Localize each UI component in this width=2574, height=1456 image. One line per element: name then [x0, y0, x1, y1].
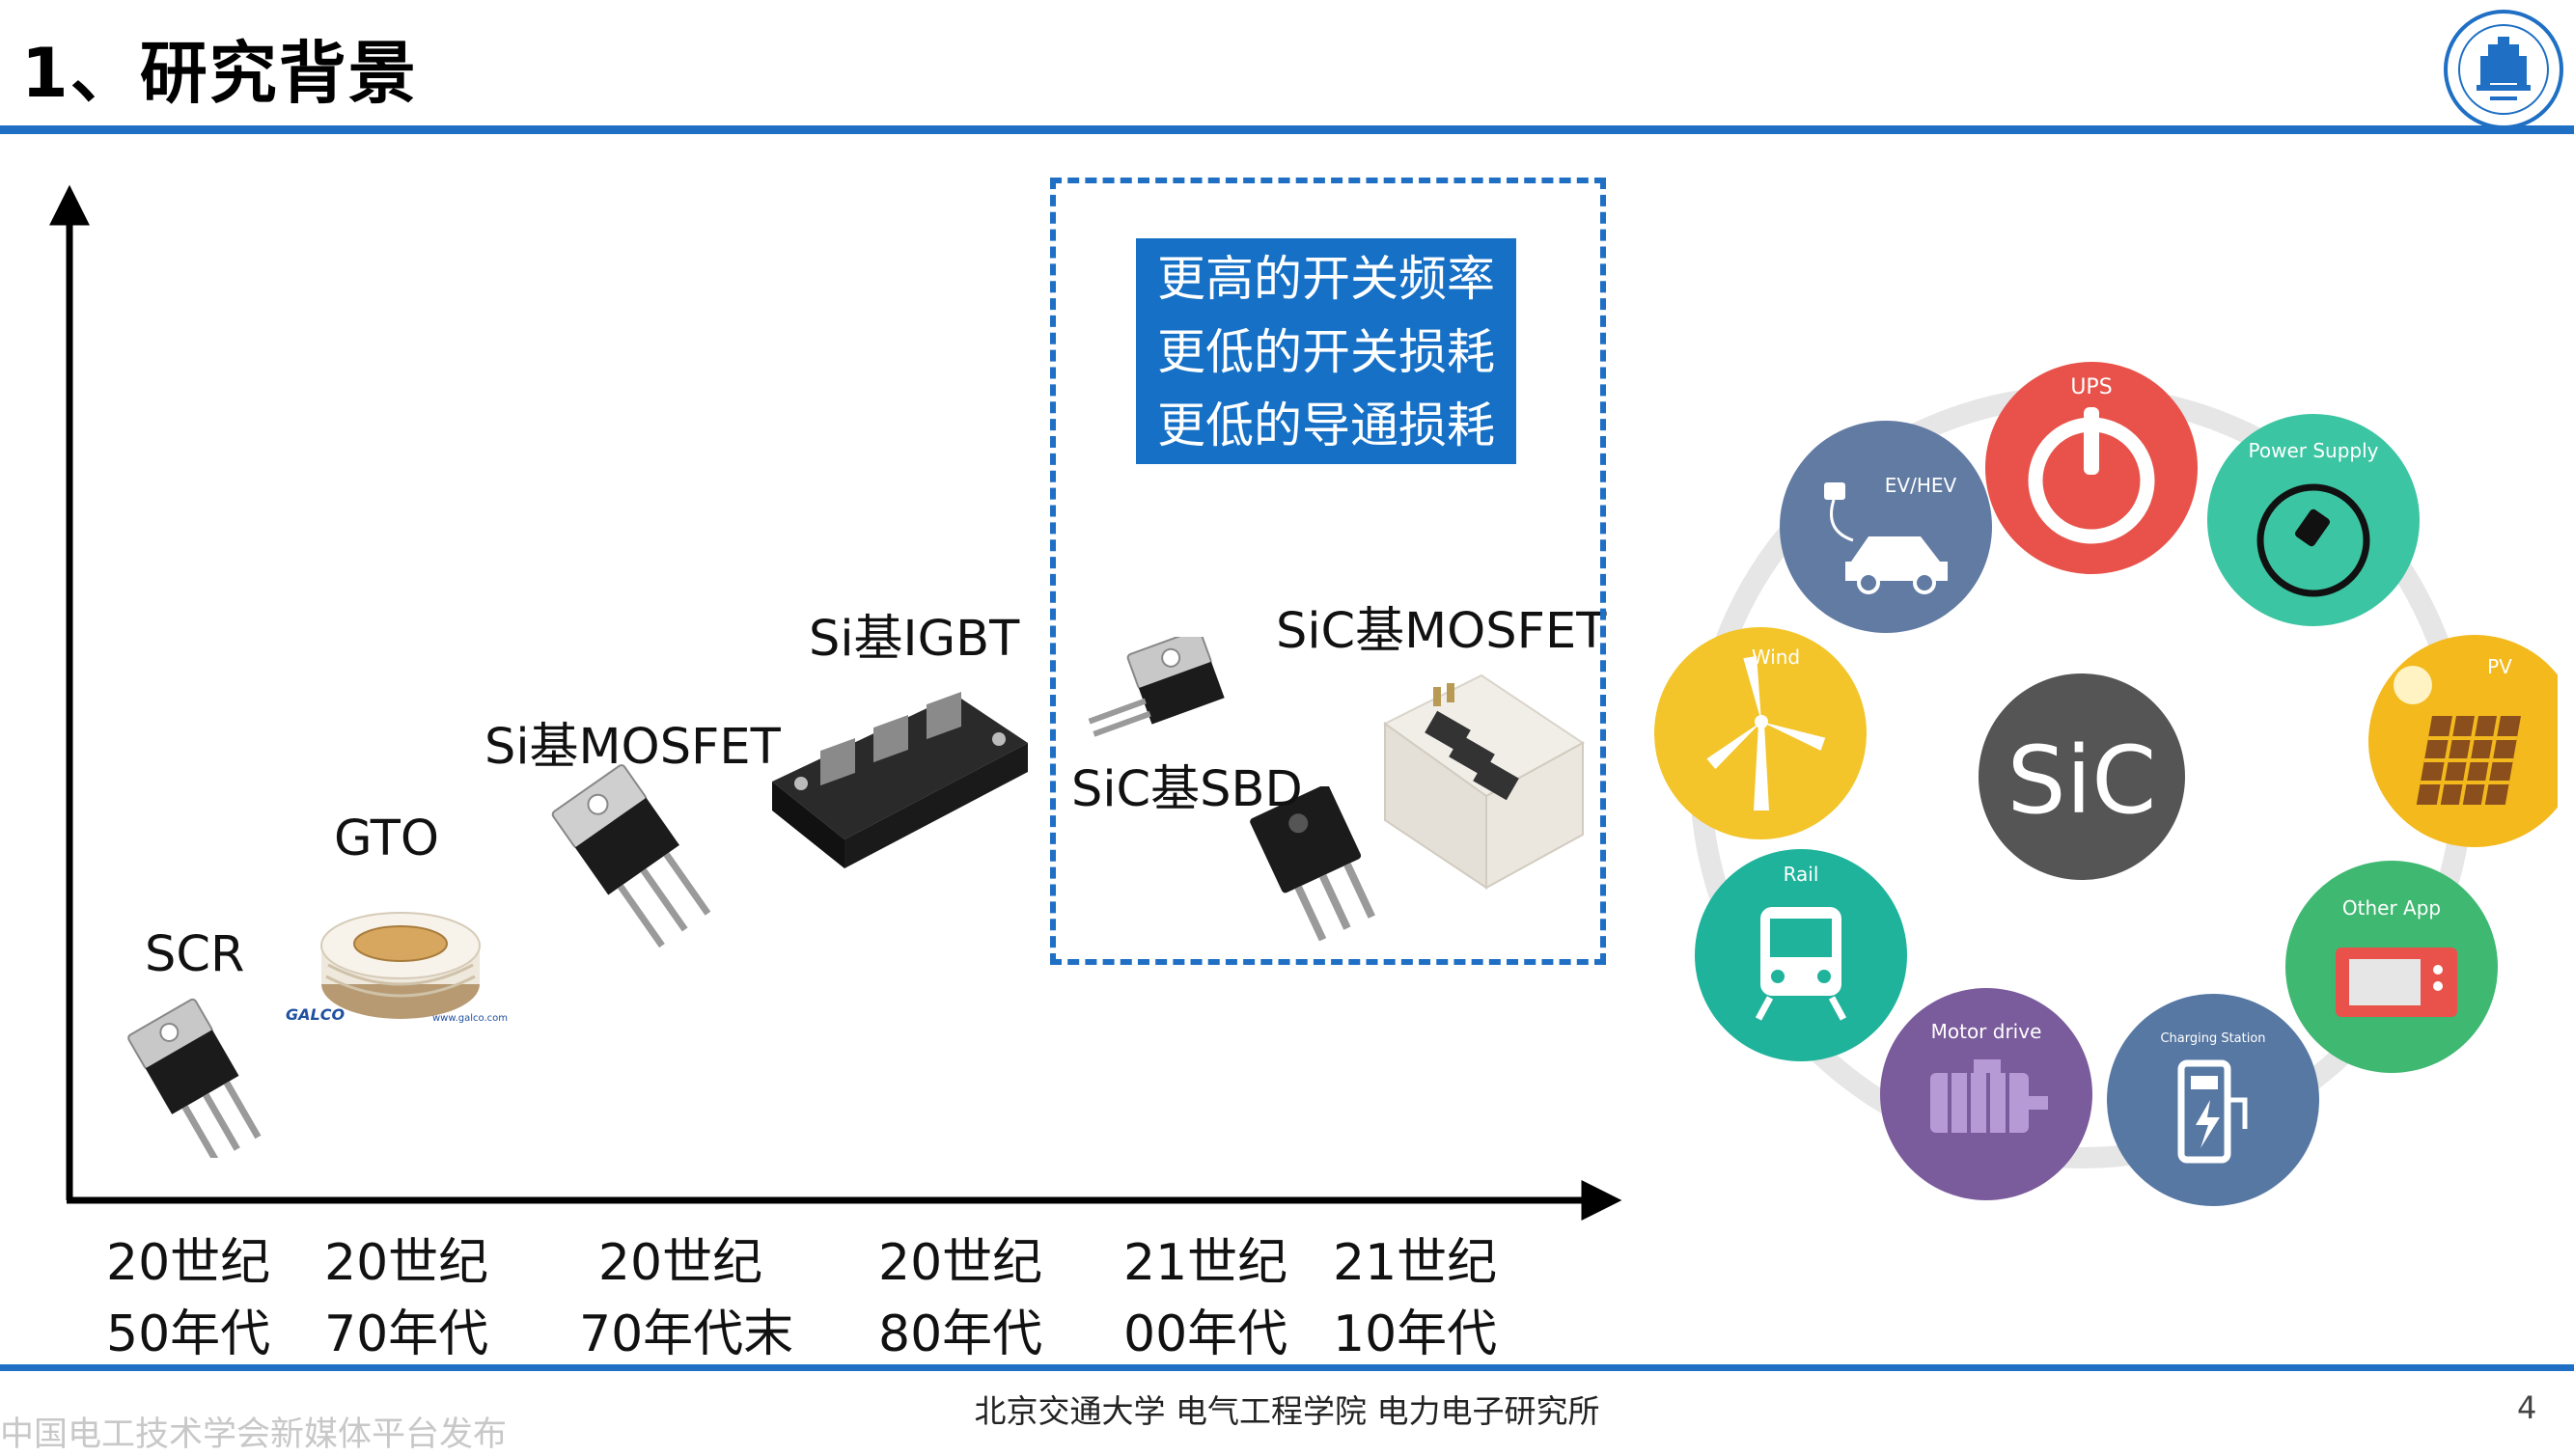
device-label-scr: SCR	[145, 926, 245, 983]
app-node-ups: UPS	[1985, 362, 2198, 574]
sic-sbd-device-image	[1088, 637, 1225, 737]
era-label: 20世纪 70年代	[324, 1234, 489, 1363]
wind-turbine-icon	[1706, 655, 1826, 810]
svg-text:PV: PV	[2487, 655, 2512, 678]
device-label-gto: GTO	[334, 810, 439, 867]
era-label: 20世纪 70年代末	[579, 1234, 794, 1363]
sic-application-wheel: SiC UPS Power Supply PV Other App	[1654, 362, 2558, 1206]
sic-advantages-box: 更高的开关频率 更低的开关损耗 更低的导通损耗	[1136, 238, 1516, 464]
microwave-icon	[2336, 948, 2457, 1017]
footer-watermark: 中国电工技术学会新媒体平台发布	[0, 1415, 508, 1454]
electric-car-icon	[1824, 482, 1948, 594]
app-node-power-supply: Power Supply	[2207, 414, 2420, 626]
advantage-item: 更低的导通损耗	[1157, 398, 1495, 453]
svg-text:EV/HEV: EV/HEV	[1885, 474, 1957, 497]
svg-text:Rail: Rail	[1784, 863, 1819, 886]
era-label: 21世纪 10年代	[1333, 1234, 1498, 1363]
motor-icon	[1930, 1059, 2048, 1133]
svg-text:Motor drive: Motor drive	[1931, 1020, 2042, 1043]
sun-icon	[2394, 666, 2432, 704]
svg-text:Other App: Other App	[2342, 896, 2441, 920]
svg-text:Power Supply: Power Supply	[2249, 439, 2379, 462]
footer-rule	[0, 1364, 2574, 1371]
svg-text:Wind: Wind	[1752, 646, 1800, 669]
sic-mosfet-device-image	[1383, 673, 1585, 890]
sic-era-highlight	[1050, 178, 1606, 965]
solar-panel-icon	[2416, 716, 2521, 805]
app-node-ev-hev: EV/HEV	[1780, 421, 1992, 633]
gto-device-image	[320, 912, 481, 1019]
page-number: 4	[2517, 1389, 2537, 1426]
train-icon	[1755, 907, 1847, 1021]
device-label-si-mosfet: Si基MOSFET	[484, 719, 781, 776]
app-node-wind: Wind	[1654, 627, 1867, 839]
app-node-motor-drive: Motor drive	[1880, 988, 2092, 1200]
wheel-center-label: SiC	[2007, 727, 2157, 835]
page-title: 1、研究背景	[21, 34, 418, 113]
wheel-center	[1979, 673, 2185, 880]
footer-institution: 北京交通大学 电气工程学院 电力电子研究所	[974, 1392, 1600, 1430]
header-rule	[0, 125, 2574, 134]
era-label: 20世纪 50年代	[106, 1234, 271, 1363]
si-mosfet-device-image	[551, 764, 711, 948]
app-node-rail: Rail	[1695, 849, 1907, 1061]
charging-station-icon	[2177, 1059, 2248, 1164]
timeline-axes	[49, 184, 1622, 1221]
device-label-sic-sbd: SiC基SBD	[1071, 761, 1303, 818]
svg-text:UPS: UPS	[2070, 375, 2112, 399]
gto-brand: GALCO	[286, 1005, 346, 1024]
era-label: 20世纪 80年代	[878, 1234, 1043, 1363]
device-label-si-igbt: Si基IGBT	[809, 611, 1020, 668]
si-igbt-device-image	[772, 692, 1028, 868]
app-node-charging-station: Charging Station	[2107, 994, 2319, 1206]
plug-icon	[2256, 483, 2370, 597]
advantage-item: 更高的开关频率	[1157, 251, 1495, 307]
app-node-other-app: Other App	[2285, 861, 2498, 1073]
gto-site: www.galco.com	[432, 1013, 509, 1024]
scr-device-image	[127, 998, 262, 1158]
university-logo	[2444, 10, 2563, 129]
advantage-item: 更低的开关损耗	[1157, 324, 1495, 380]
app-node-pv: PV	[2368, 635, 2558, 847]
era-label: 21世纪 00年代	[1123, 1234, 1288, 1363]
svg-text:Charging Station: Charging Station	[2160, 1031, 2265, 1046]
sic-to247-device-image	[1250, 786, 1375, 941]
device-label-sic-mosfet: SiC基MOSFET	[1276, 603, 1607, 660]
